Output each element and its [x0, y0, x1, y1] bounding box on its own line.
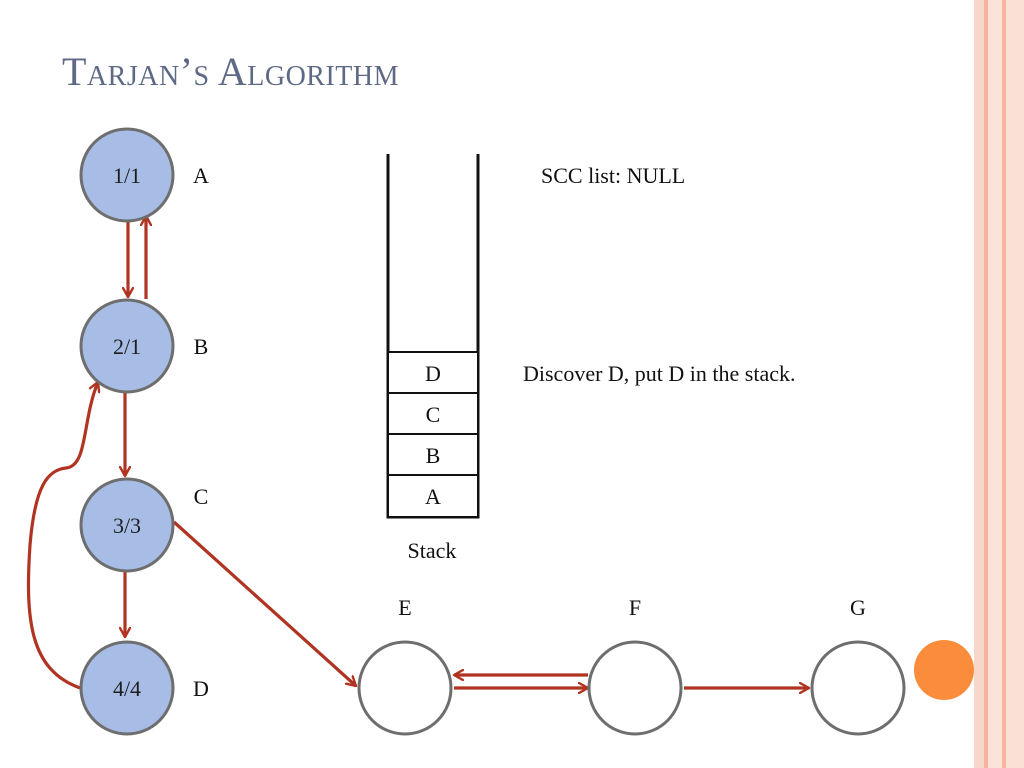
border-stripe: [1006, 0, 1024, 768]
vertex-c-index-label: 3/3: [113, 513, 141, 538]
vertex-g-letter: G: [850, 595, 866, 620]
orange-circle-icon: [914, 640, 974, 700]
stack-item: B: [426, 443, 441, 468]
vertex-d-index-label: 4/4: [113, 676, 141, 701]
vertex-c-circle[interactable]: [79, 477, 175, 573]
vertex-b-letter: B: [194, 334, 209, 359]
stack-item: D: [425, 361, 441, 386]
slide-title: Tarjan’s Algorithm: [62, 49, 400, 94]
edge-c-to-e: [172, 520, 356, 686]
stack-cell: [387, 392, 479, 435]
vertex-c-letter: C: [194, 484, 209, 509]
vertex-d-letter: D: [193, 676, 209, 701]
border-stripe: [988, 0, 1002, 768]
edge-d-to-b: [26, 382, 98, 690]
stack-item: C: [426, 402, 441, 427]
border-stripe: [974, 0, 984, 768]
scc-list-text: SCC list: NULL: [541, 163, 685, 188]
vertex-e-circle[interactable]: [357, 640, 453, 736]
vertex-a-letter: A: [193, 163, 209, 188]
vertex-a-index-label: 1/1: [113, 163, 141, 188]
step-description: Discover D, put D in the stack.: [523, 361, 796, 386]
vertex-f-letter: F: [629, 595, 641, 620]
vertex-a[interactable]: 1/1 A: [79, 127, 209, 223]
border-stripe: [984, 0, 988, 768]
vertex-b-circle[interactable]: [79, 298, 175, 394]
vertex-f[interactable]: F: [587, 595, 683, 736]
vertex-e[interactable]: E: [357, 595, 453, 736]
vertex-f-circle[interactable]: [587, 640, 683, 736]
vertex-b-index-label: 2/1: [113, 334, 141, 359]
stack-cell: [387, 433, 479, 476]
vertex-d[interactable]: 4/4 D: [79, 640, 209, 736]
vertex-b[interactable]: 2/1 B: [79, 298, 209, 394]
stack: D C B A Stack: [386, 154, 480, 563]
border-stripe: [1002, 0, 1006, 768]
vertex-g[interactable]: G: [810, 595, 906, 736]
vertex-e-letter: E: [398, 595, 411, 620]
vertex-a-circle[interactable]: [79, 127, 175, 223]
stack-cell: [387, 351, 479, 394]
stack-label: Stack: [408, 538, 457, 563]
vertex-g-circle[interactable]: [810, 640, 906, 736]
edges: [26, 216, 809, 690]
stack-item: A: [425, 484, 441, 509]
slide-border-decoration: [974, 0, 1024, 768]
stack-cell: [387, 474, 479, 518]
vertex-c[interactable]: 3/3 C: [79, 477, 209, 573]
vertex-d-circle[interactable]: [79, 640, 175, 736]
